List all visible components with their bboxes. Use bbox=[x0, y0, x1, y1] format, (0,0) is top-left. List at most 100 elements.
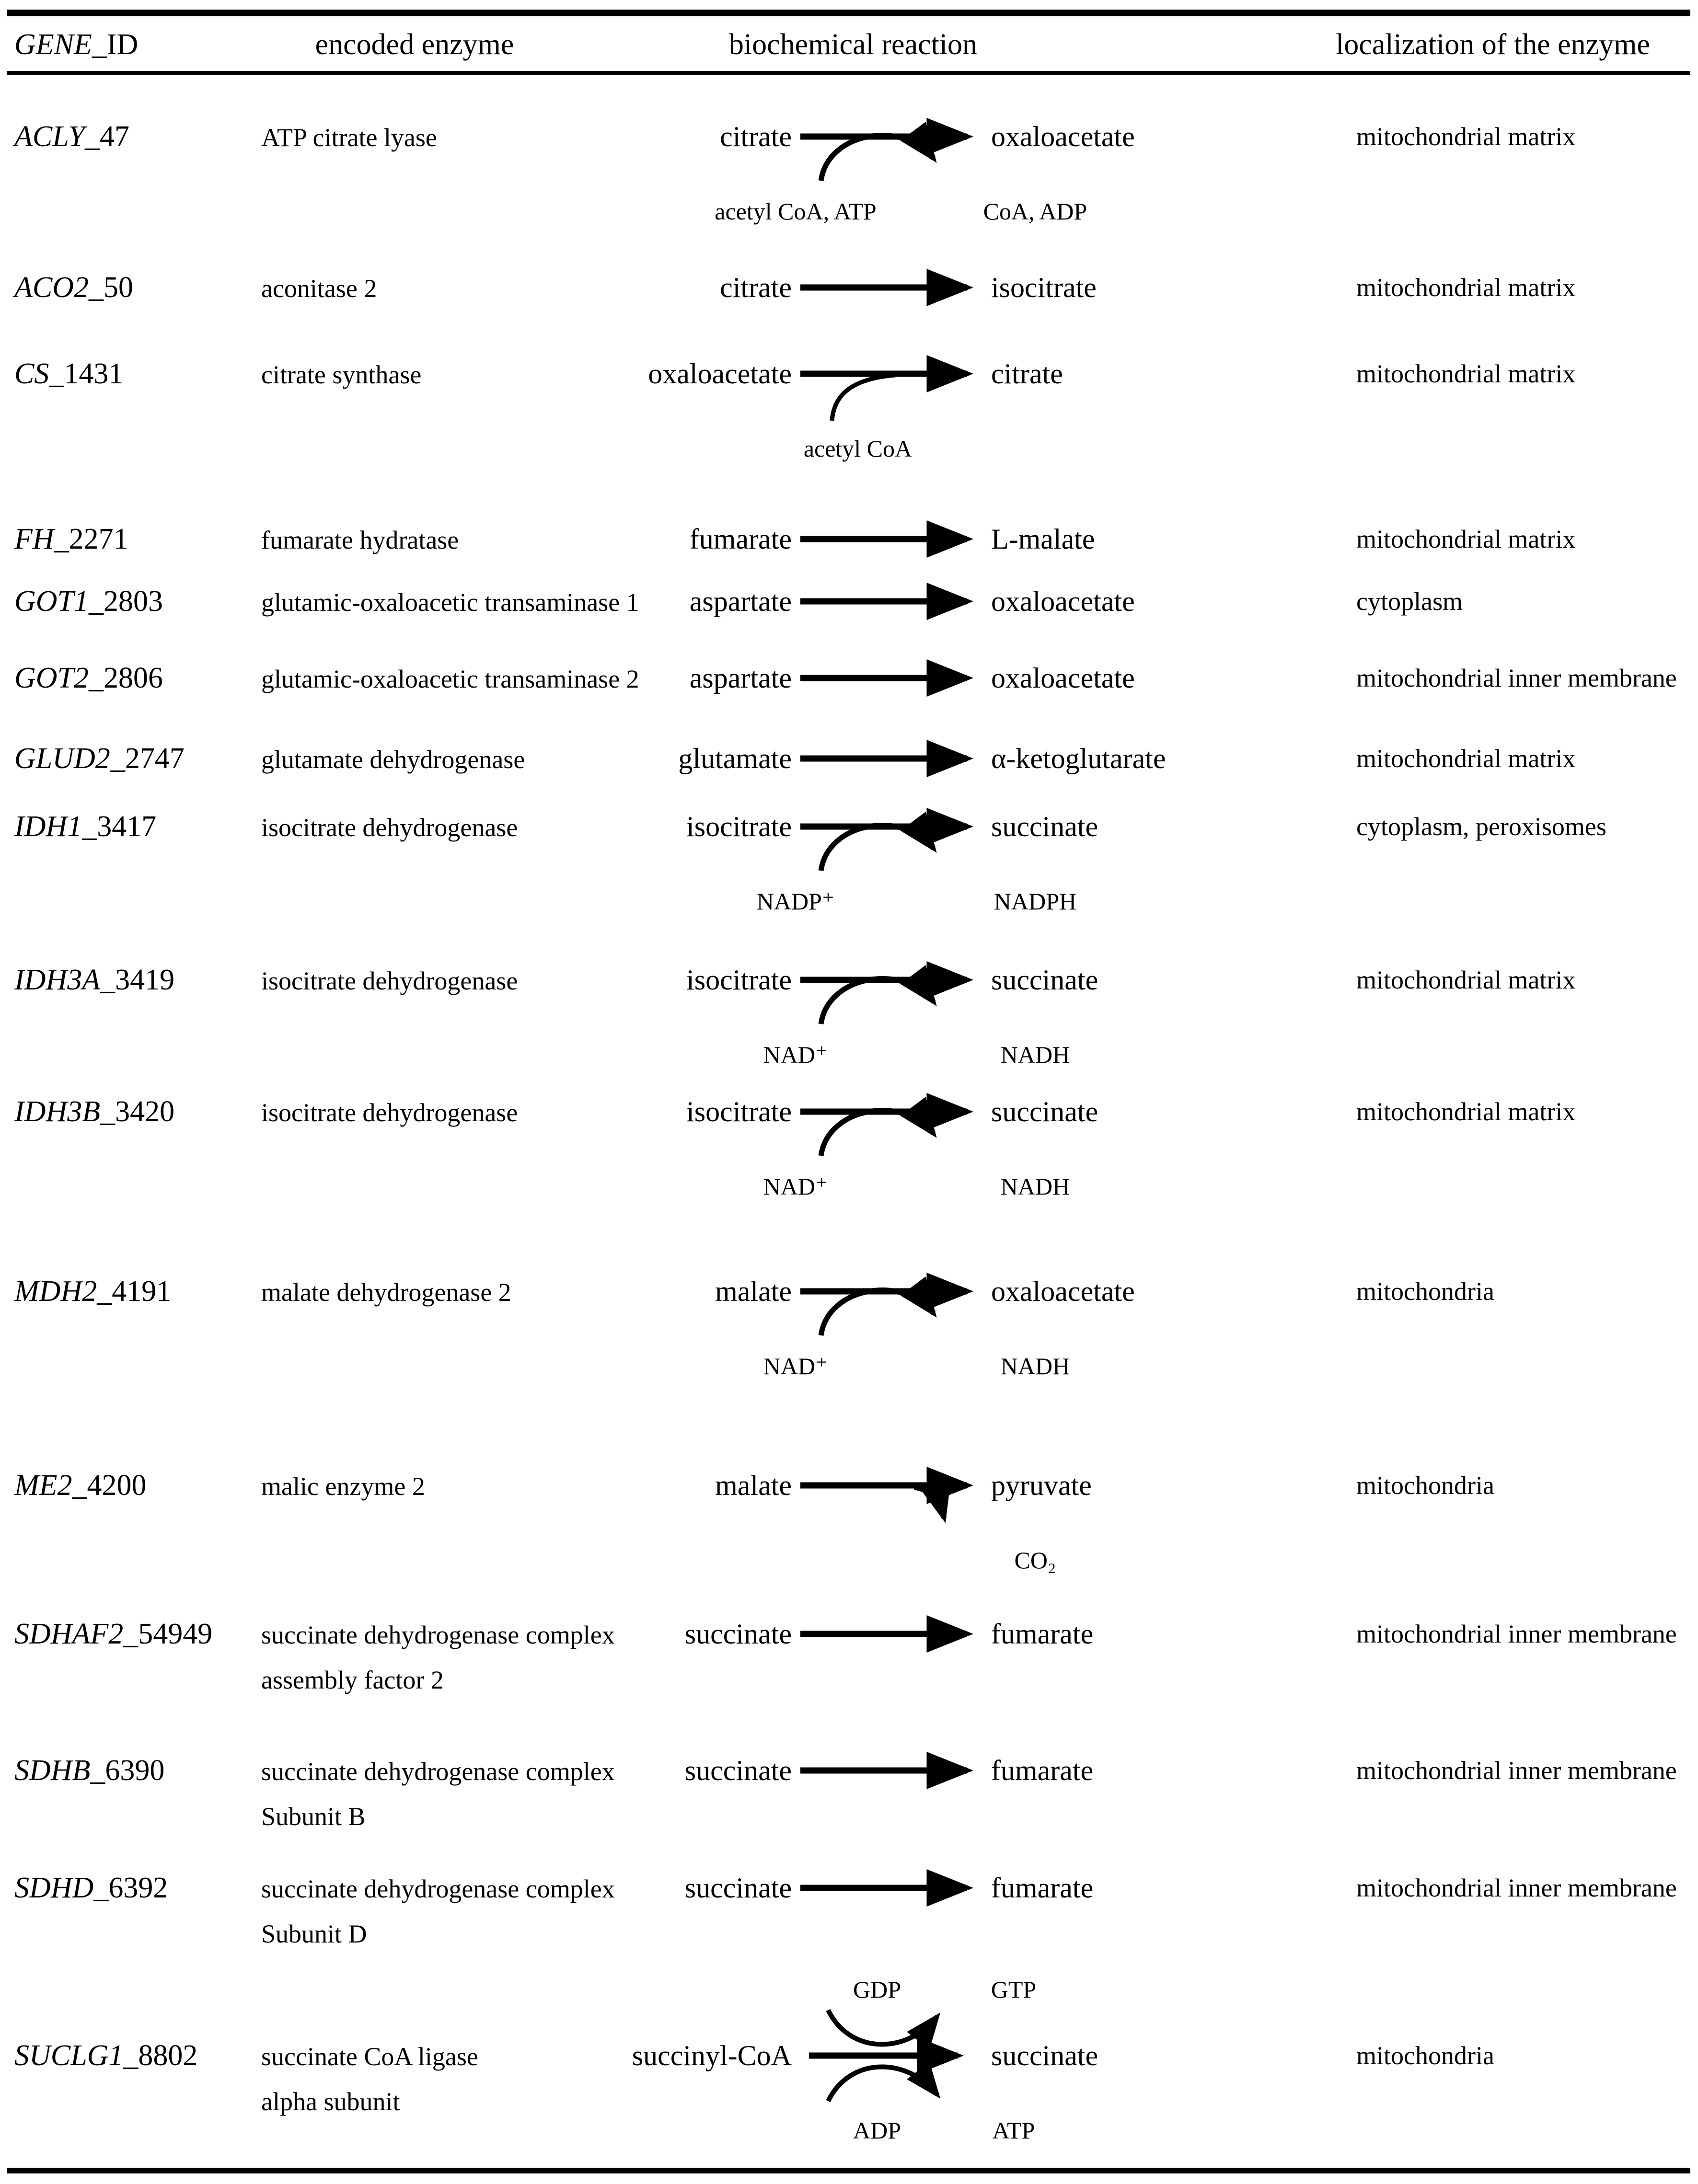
gene-symbol: ACO2 bbox=[14, 271, 89, 304]
plain-arrow-icon bbox=[800, 583, 973, 620]
double-cofactor-arrow-icon bbox=[809, 2009, 964, 2103]
reaction-arrow bbox=[795, 1866, 986, 1909]
column-header-gene-id: GENE_ID bbox=[14, 23, 138, 66]
cofactor-label-in: NAD⁺ bbox=[763, 1173, 828, 1200]
column-header-encoded-enzyme: encoded enzyme bbox=[315, 28, 514, 61]
enzyme-name-line1: succinate dehydrogenase complex bbox=[261, 1874, 615, 1903]
reaction-substrate: malate bbox=[715, 1275, 792, 1307]
reaction-product: isocitrate bbox=[991, 271, 1097, 303]
cofactor-label-in: NADP⁺ bbox=[756, 888, 835, 915]
enzyme-name-line1: glutamate dehydrogenase bbox=[261, 745, 525, 774]
reaction-product: citrate bbox=[991, 357, 1063, 390]
reaction-substrate: aspartate bbox=[689, 585, 792, 617]
reaction-substrate: isocitrate bbox=[686, 810, 792, 842]
table-row: SUCLG1_8802 succinate CoA ligase alpha s… bbox=[0, 1976, 1698, 2144]
gene-id-cell: SDHB_6390 bbox=[14, 1749, 164, 1792]
reaction-product: L-malate bbox=[991, 523, 1095, 555]
gene-symbol: SUCLG1 bbox=[14, 2039, 124, 2072]
localization-text: mitochondria bbox=[1356, 1277, 1494, 1306]
enzyme-name-line1: isocitrate dehydrogenase bbox=[261, 1098, 518, 1127]
cofactor-label-out: ATP bbox=[992, 2117, 1035, 2144]
biochemical-reaction-cell: succinate fumarate bbox=[613, 1612, 1217, 1655]
localization-text: mitochondrial matrix bbox=[1356, 359, 1576, 388]
gene-id-cell: CS_1431 bbox=[14, 352, 123, 395]
biochemical-reaction-cell: succinate fumarate bbox=[613, 1866, 1217, 1909]
reaction-arrow bbox=[795, 1612, 986, 1655]
table-top-rule bbox=[7, 10, 1690, 16]
cofactor-label-in: NAD⁺ bbox=[763, 1353, 828, 1379]
encoded-enzyme-cell: glutamic-oxaloacetic transaminase 1 bbox=[261, 580, 639, 625]
gene-symbol: GOT2 bbox=[14, 661, 89, 694]
reaction-substrate: succinate bbox=[684, 1872, 792, 1904]
encoded-enzyme-cell: succinate dehydrogenase complex Subunit … bbox=[261, 1749, 635, 1839]
reaction-substrate: isocitrate bbox=[686, 964, 792, 996]
cofactor-label-top-out: GTP bbox=[991, 1976, 1037, 2003]
localization-text: mitochondrial matrix bbox=[1356, 744, 1576, 773]
cofactor-label-in: acetyl CoA bbox=[803, 435, 913, 462]
cofactor-label-in: NAD⁺ bbox=[763, 1041, 828, 1068]
plain-arrow-icon bbox=[800, 1869, 973, 1907]
reaction-substrate: oxaloacetate bbox=[648, 357, 792, 390]
reaction-substrate: succinyl-CoA bbox=[632, 2039, 792, 2071]
enzyme-name-line1: isocitrate dehydrogenase bbox=[261, 813, 518, 842]
gene-number: _54949 bbox=[123, 1617, 213, 1650]
biochemical-reaction-cell: fumarate L-malate bbox=[613, 517, 1217, 561]
enzyme-name-line1: ATP citrate lyase bbox=[261, 123, 437, 152]
gene-symbol: ACLY bbox=[14, 120, 85, 153]
cofactor-swap-arrow-icon bbox=[800, 1273, 973, 1336]
reaction-substrate: aspartate bbox=[689, 662, 792, 694]
gene-symbol: SDHB bbox=[14, 1754, 91, 1787]
localization-text: cytoplasm, peroxisomes bbox=[1356, 812, 1606, 841]
cofactor-label-out: NADH bbox=[1000, 1173, 1070, 1200]
gene-number: _6392 bbox=[93, 1871, 168, 1904]
localization-text: mitochondria bbox=[1356, 2041, 1494, 2070]
localization-cell: cytoplasm, peroxisomes bbox=[1356, 805, 1606, 848]
enzyme-name-line2: Subunit D bbox=[261, 1920, 367, 1948]
gene-symbol: ME2 bbox=[14, 1469, 72, 1502]
gene-symbol: SDHD bbox=[14, 1871, 94, 1904]
reaction-substrate: glutamate bbox=[678, 742, 792, 774]
reaction-arrow bbox=[795, 1270, 986, 1336]
cofactor-swap-arrow-icon bbox=[800, 1093, 973, 1156]
gene-symbol: MDH2 bbox=[14, 1275, 97, 1308]
table-row: ACO2_50 aconitase 2 citrate isocitrate m bbox=[0, 266, 1698, 309]
enzyme-name-line1: glutamic-oxaloacetic transaminase 1 bbox=[261, 588, 639, 617]
table-row: ME2_4200 malic enzyme 2 malate pyruvate … bbox=[0, 1464, 1698, 1574]
header-separator-rule bbox=[7, 71, 1690, 75]
biochemical-reaction-cell: citrate isocitrate bbox=[613, 266, 1217, 309]
gene-symbol: GOT1 bbox=[14, 585, 89, 618]
plain-arrow-icon bbox=[800, 740, 973, 777]
reaction-product: oxaloacetate bbox=[991, 585, 1135, 617]
cofactor-label-out: CoA, ADP bbox=[983, 198, 1087, 225]
reaction-product: succinate bbox=[991, 964, 1098, 996]
biochemical-reaction-cell: isocitrate succinate bbox=[613, 958, 1217, 1024]
localization-text: mitochondrial matrix bbox=[1356, 525, 1576, 553]
gene-number: _2806 bbox=[89, 661, 163, 694]
enzyme-name-line1: citrate synthase bbox=[261, 360, 422, 389]
table-row: GLUD2_2747 glutamate dehydrogenase gluta… bbox=[0, 737, 1698, 780]
biochemical-reaction-cell: succinyl-CoA succinate bbox=[613, 2009, 1217, 2103]
reaction-arrow bbox=[795, 1464, 986, 1523]
plain-arrow-icon bbox=[800, 269, 973, 306]
gene-number: _4200 bbox=[72, 1469, 147, 1502]
table-row: ACLY_47 ATP citrate lyase citrate oxaloa… bbox=[0, 115, 1698, 225]
gene-number: _3417 bbox=[82, 810, 157, 843]
gene-id-cell: IDH3A_3419 bbox=[14, 958, 174, 1001]
encoded-enzyme-cell: ATP citrate lyase bbox=[261, 115, 635, 160]
biochemical-reaction-cell: glutamate α-ketoglutarate bbox=[613, 737, 1217, 780]
enzyme-name-line1: isocitrate dehydrogenase bbox=[261, 966, 518, 995]
gene-number: _2747 bbox=[110, 742, 185, 775]
localization-cell: mitochondrial matrix bbox=[1356, 737, 1575, 780]
localization-cell: mitochondrial matrix bbox=[1356, 517, 1575, 561]
biochemical-reaction-cell: aspartate oxaloacetate bbox=[613, 656, 1217, 700]
biochemical-reaction-cell: malate pyruvate bbox=[613, 1464, 1217, 1523]
reaction-product: oxaloacetate bbox=[991, 1275, 1135, 1307]
gene-id-cell: IDH1_3417 bbox=[14, 805, 156, 848]
table-row: IDH1_3417 isocitrate dehydrogenase isoci… bbox=[0, 805, 1698, 915]
gene-symbol: IDH3A bbox=[14, 963, 101, 996]
plain-arrow-icon bbox=[800, 1752, 973, 1789]
reaction-substrate: isocitrate bbox=[686, 1095, 792, 1127]
reaction-product: fumarate bbox=[991, 1754, 1094, 1786]
gene-symbol: IDH1 bbox=[14, 810, 82, 843]
encoded-enzyme-cell: fumarate hydratase bbox=[261, 517, 635, 563]
